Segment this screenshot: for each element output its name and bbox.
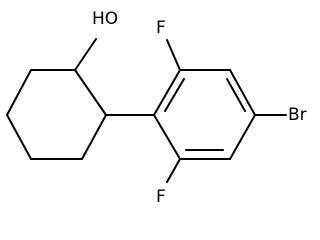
aromatic-inner-bond-2 [226, 78, 246, 112]
bond-ar2-f [166, 39, 181, 71]
bond-ar6-ar1 [153, 114, 181, 160]
benzene-ring [153, 69, 256, 160]
bond-c6-c1 [74, 69, 107, 116]
bond-ar4-ar5 [229, 114, 256, 160]
bromine-label: Br [288, 105, 307, 125]
aromatic-inner-bond-1 [164, 78, 185, 112]
hydroxyl-label: HO [92, 9, 118, 29]
fluorine-bottom-label: F [156, 187, 166, 207]
bond-ar6-f [166, 158, 181, 183]
bond-ar1-ar2 [153, 69, 181, 116]
bond-c1-oh [74, 38, 97, 71]
chemical-structure-diagram: HO F F Br [6, 9, 307, 207]
fluorine-top-label: F [156, 18, 166, 38]
bond-ar3-ar4 [229, 69, 256, 116]
bond-c2-c3 [6, 69, 32, 116]
bond-c5-c6 [81, 114, 107, 160]
cyclohexane-ring [6, 69, 107, 160]
bond-c3-c4 [6, 114, 32, 160]
